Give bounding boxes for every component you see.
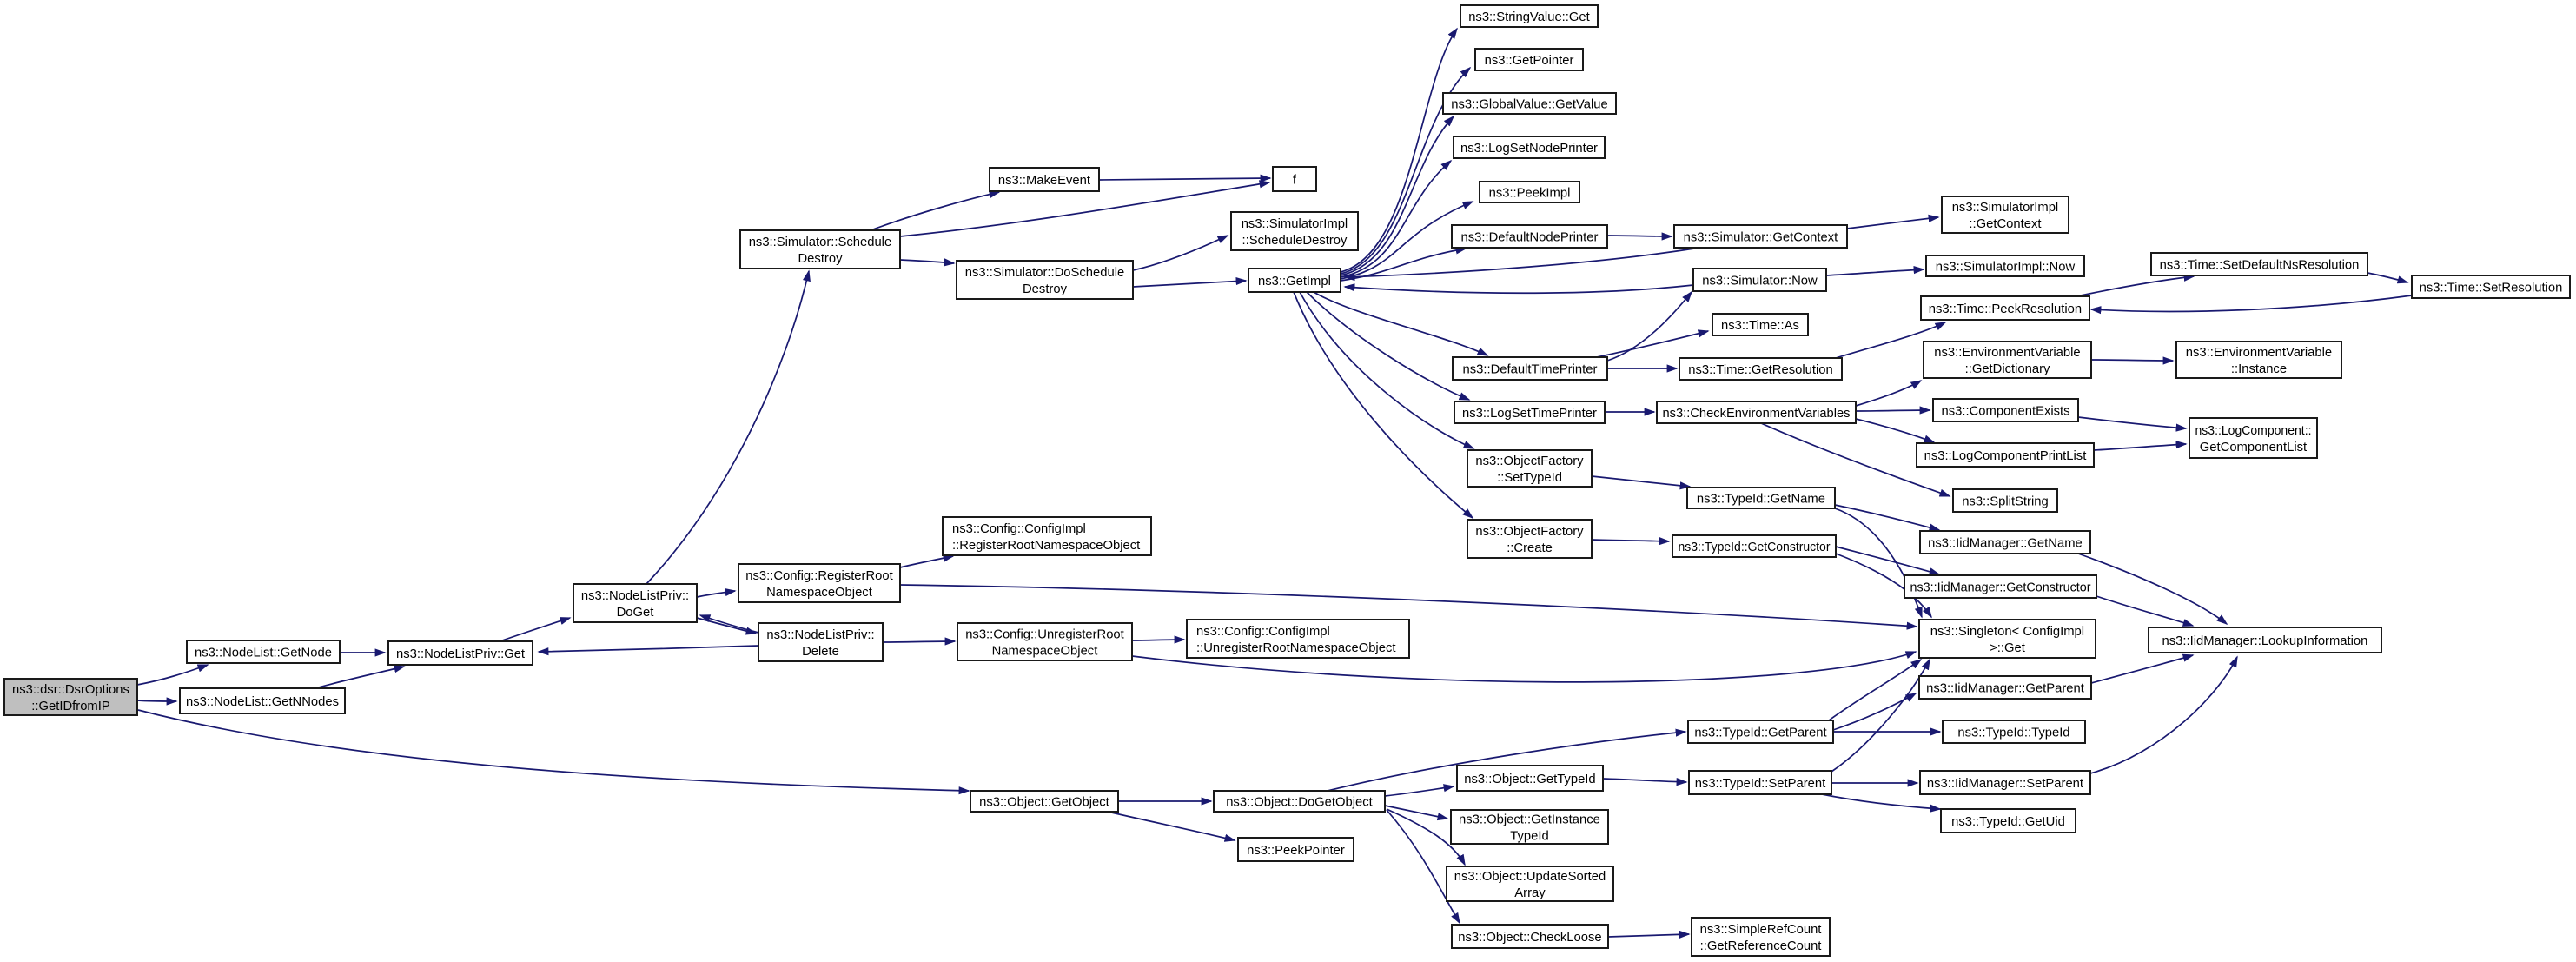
svg-text:ns3::Time::SetResolution: ns3::Time::SetResolution: [2420, 281, 2563, 295]
svg-text:::GetDictionary: ::GetDictionary: [1965, 362, 2050, 376]
svg-text:ns3::TypeId::SetParent: ns3::TypeId::SetParent: [1695, 777, 1826, 791]
svg-text:ns3::Config::RegisterRoot: ns3::Config::RegisterRoot: [745, 569, 892, 583]
svg-text:ns3::GetPointer: ns3::GetPointer: [1485, 54, 1574, 68]
svg-text:Delete: Delete: [802, 645, 839, 659]
svg-text:ns3::NodeListPriv::Get: ns3::NodeListPriv::Get: [396, 647, 525, 661]
svg-text:ns3::StringValue::Get: ns3::StringValue::Get: [1468, 10, 1590, 24]
svg-text:ns3::TypeId::GetConstructor: ns3::TypeId::GetConstructor: [1679, 541, 1831, 554]
svg-text:ns3::IidManager::GetName: ns3::IidManager::GetName: [1928, 536, 2083, 550]
svg-text:ns3::NodeList::GetNode: ns3::NodeList::GetNode: [195, 646, 332, 660]
svg-text:ns3::MakeEvent: ns3::MakeEvent: [998, 174, 1090, 188]
svg-text:ns3::PeekPointer: ns3::PeekPointer: [1247, 844, 1345, 858]
svg-text:ns3::SimpleRefCount: ns3::SimpleRefCount: [1700, 923, 1822, 937]
svg-text:ns3::ComponentExists: ns3::ComponentExists: [1942, 404, 2070, 418]
svg-text:ns3::TypeId::GetName: ns3::TypeId::GetName: [1697, 492, 1825, 506]
svg-text:Destroy: Destroy: [1023, 282, 1068, 296]
svg-text:Array: Array: [1514, 886, 1546, 900]
svg-text:ns3::IidManager::LookupInforma: ns3::IidManager::LookupInformation: [2162, 634, 2368, 648]
svg-text:ns3::Time::SetDefaultNsResolut: ns3::Time::SetDefaultNsResolution: [2160, 258, 2360, 272]
svg-text:ns3::Simulator::GetContext: ns3::Simulator::GetContext: [1684, 230, 1838, 244]
svg-text:ns3::PeekImpl: ns3::PeekImpl: [1489, 186, 1571, 200]
svg-text:ns3::IidManager::SetParent: ns3::IidManager::SetParent: [1927, 777, 2083, 791]
svg-text:ns3::Object::GetTypeId: ns3::Object::GetTypeId: [1464, 773, 1595, 786]
svg-text:ns3::Time::GetResolution: ns3::Time::GetResolution: [1688, 363, 1832, 377]
svg-text:ns3::DefaultTimePrinter: ns3::DefaultTimePrinter: [1463, 362, 1598, 376]
svg-text:NamespaceObject: NamespaceObject: [766, 586, 872, 600]
svg-text:ns3::LogComponentPrintList: ns3::LogComponentPrintList: [1924, 449, 2087, 463]
svg-text:::GetIDfromIP: ::GetIDfromIP: [31, 700, 110, 713]
svg-text:ns3::NodeListPriv::: ns3::NodeListPriv::: [581, 589, 689, 603]
svg-text:ns3::ObjectFactory: ns3::ObjectFactory: [1475, 454, 1584, 468]
svg-text:ns3::Object::DoGetObject: ns3::Object::DoGetObject: [1226, 795, 1373, 809]
svg-text:ns3::dsr::DsrOptions: ns3::dsr::DsrOptions: [12, 683, 129, 697]
svg-text:ns3::Time::PeekResolution: ns3::Time::PeekResolution: [1929, 302, 2082, 316]
svg-text:ns3::IidManager::GetParent: ns3::IidManager::GetParent: [1926, 681, 2084, 695]
svg-text:ns3::LogSetNodePrinter: ns3::LogSetNodePrinter: [1460, 142, 1598, 156]
svg-text:ns3::GetImpl: ns3::GetImpl: [1258, 275, 1331, 289]
svg-text:ns3::NodeList::GetNNodes: ns3::NodeList::GetNNodes: [186, 695, 339, 709]
svg-text:ns3::Config::UnregisterRoot: ns3::Config::UnregisterRoot: [965, 627, 1124, 641]
svg-text:::GetReferenceCount: ::GetReferenceCount: [1700, 939, 1822, 953]
svg-text:ns3::Object::GetInstance: ns3::Object::GetInstance: [1459, 813, 1600, 826]
svg-text:ns3::CheckEnvironmentVariables: ns3::CheckEnvironmentVariables: [1663, 407, 1851, 421]
svg-text:ns3::SimulatorImpl: ns3::SimulatorImpl: [1242, 217, 1348, 231]
svg-text:ns3::Simulator::DoSchedule: ns3::Simulator::DoSchedule: [965, 266, 1124, 280]
svg-text:::Instance: ::Instance: [2231, 362, 2287, 376]
svg-text:f: f: [1293, 173, 1297, 187]
svg-text:ns3::Object::GetObject: ns3::Object::GetObject: [979, 795, 1109, 809]
svg-text:::GetContext: ::GetContext: [1969, 217, 2041, 231]
svg-text:ns3::NodeListPriv::: ns3::NodeListPriv::: [766, 628, 874, 642]
svg-text:ns3::Object::CheckLoose: ns3::Object::CheckLoose: [1458, 931, 1601, 945]
svg-text:ns3::Singleton< ConfigImpl: ns3::Singleton< ConfigImpl: [1930, 625, 2084, 639]
svg-text:::RegisterRootNamespaceObject: ::RegisterRootNamespaceObject: [952, 539, 1140, 553]
svg-text:ns3::IidManager::GetConstructo: ns3::IidManager::GetConstructor: [1910, 581, 2091, 594]
svg-text:ns3::ObjectFactory: ns3::ObjectFactory: [1475, 525, 1584, 539]
svg-text:ns3::EnvironmentVariable: ns3::EnvironmentVariable: [2186, 346, 2332, 360]
svg-text:::UnregisterRootNamespaceObjec: ::UnregisterRootNamespaceObject: [1196, 641, 1395, 655]
svg-text:ns3::DefaultNodePrinter: ns3::DefaultNodePrinter: [1461, 230, 1599, 244]
svg-text:ns3::Simulator::Schedule: ns3::Simulator::Schedule: [749, 236, 891, 249]
svg-text:ns3::SimulatorImpl::Now: ns3::SimulatorImpl::Now: [1936, 260, 2076, 274]
svg-text:ns3::LogSetTimePrinter: ns3::LogSetTimePrinter: [1462, 407, 1597, 421]
svg-text:ns3::TypeId::GetUid: ns3::TypeId::GetUid: [1951, 815, 2065, 829]
svg-text:ns3::Config::ConfigImpl: ns3::Config::ConfigImpl: [952, 522, 1086, 536]
svg-text:ns3::Config::ConfigImpl: ns3::Config::ConfigImpl: [1196, 625, 1330, 639]
svg-text:TypeId: TypeId: [1510, 829, 1548, 843]
svg-text:ns3::GlobalValue::GetValue: ns3::GlobalValue::GetValue: [1451, 97, 1607, 111]
svg-text:DoGet: DoGet: [617, 606, 654, 620]
svg-text:::Create: ::Create: [1507, 541, 1553, 555]
svg-text:ns3::LogComponent::: ns3::LogComponent::: [2195, 424, 2312, 438]
svg-text:NamespaceObject: NamespaceObject: [992, 644, 1098, 658]
svg-text:ns3::TypeId::TypeId: ns3::TypeId::TypeId: [1957, 726, 2069, 740]
svg-text:::ScheduleDestroy: ::ScheduleDestroy: [1242, 234, 1348, 248]
svg-text:ns3::SimulatorImpl: ns3::SimulatorImpl: [1952, 201, 2059, 215]
svg-text:ns3::Object::UpdateSorted: ns3::Object::UpdateSorted: [1454, 870, 1606, 884]
svg-text:GetComponentList: GetComponentList: [2200, 441, 2307, 454]
svg-text:ns3::SplitString: ns3::SplitString: [1962, 494, 2049, 508]
svg-text:Destroy: Destroy: [798, 252, 844, 266]
svg-text:ns3::TypeId::GetParent: ns3::TypeId::GetParent: [1694, 726, 1826, 740]
svg-text:>::Get: >::Get: [1990, 641, 2025, 655]
svg-text:ns3::Time::As: ns3::Time::As: [1721, 319, 1799, 333]
svg-text:ns3::Simulator::Now: ns3::Simulator::Now: [1702, 274, 1818, 288]
svg-text:::SetTypeId: ::SetTypeId: [1497, 471, 1562, 485]
svg-text:ns3::EnvironmentVariable: ns3::EnvironmentVariable: [1934, 346, 2080, 360]
